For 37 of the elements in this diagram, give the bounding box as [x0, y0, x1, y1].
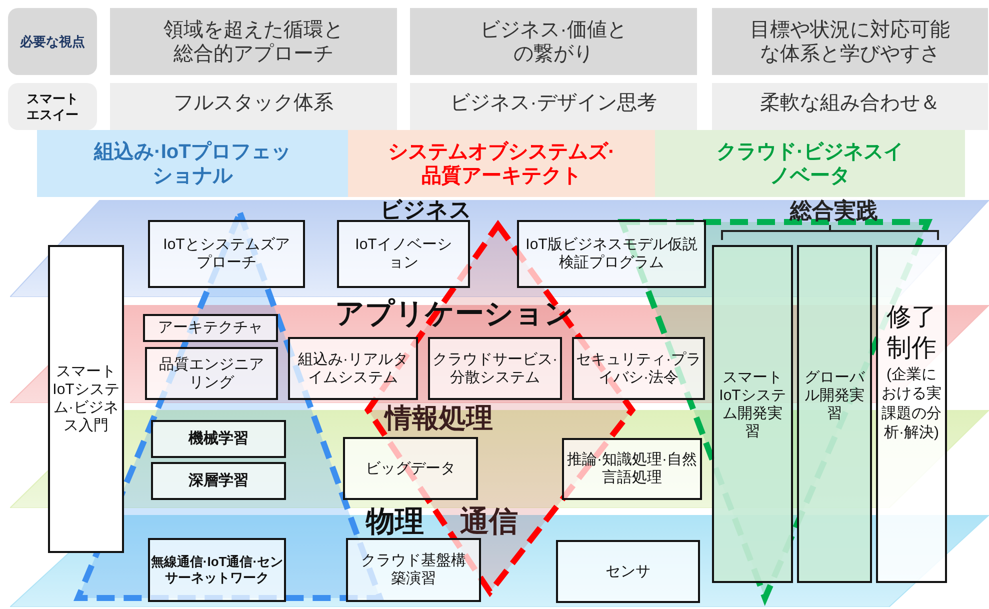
- section-title: 総合実践: [790, 200, 878, 222]
- course-box: IoTイノベーション: [337, 220, 470, 288]
- role-banner: システムオブシステムズ·品質アーキテクト: [348, 130, 655, 197]
- header-cell: ビジネス·価値との繋がり: [410, 8, 697, 75]
- layer-title: ビジネス: [380, 199, 472, 221]
- feature-cell: 柔軟な組み合わせ＆: [712, 83, 988, 130]
- feature-cell: フルスタック体系: [110, 83, 397, 130]
- course-box: [876, 245, 947, 583]
- row-header: スマートエスイー: [8, 83, 97, 130]
- course-box: 機械学習: [151, 420, 286, 458]
- header-cell: 目標や状況に対応可能な体系と学びやすさ: [712, 8, 988, 75]
- course-box: 品質エンジニアリング: [145, 347, 278, 400]
- course-box: 組込み·リアルタイムシステム: [288, 337, 418, 400]
- layer-title: 情報処理: [385, 405, 493, 432]
- course-box: グローバル開発実習: [797, 245, 872, 583]
- role-banner: クラウド·ビジネスイノベータ: [655, 130, 965, 197]
- row-header: 必要な視点: [8, 8, 97, 75]
- layer-title: 通信: [460, 508, 518, 537]
- course-note: (企業における実課題の分析·解決): [880, 364, 942, 442]
- course-box: IoTとシステムズアプローチ: [148, 220, 305, 288]
- course-box: 無線通信·IoT通信·センサーネットワーク: [148, 538, 286, 602]
- layer-title: 物理: [366, 508, 424, 537]
- header-cell: 領域を超えた循環と総合的アプローチ: [110, 8, 397, 75]
- course-box: 推論·知識処理·自然言語処理: [562, 438, 702, 500]
- course-title: 修了制作: [886, 302, 938, 364]
- role-banner: 組込み·IoTプロフェッショナル: [37, 130, 348, 197]
- course-box: スマートIoTシステム·ビジネス入門: [48, 245, 124, 553]
- course-box: センサ: [556, 540, 700, 603]
- course-box: セキュリティ·プライバシ·法令: [572, 337, 705, 400]
- course-box: アーキテクチャ: [143, 314, 278, 342]
- course-box: スマートIoTシステム開発実習: [712, 245, 793, 583]
- feature-cell: ビジネス·デザイン思考: [410, 83, 697, 130]
- course-box: 深層学習: [151, 462, 286, 500]
- course-box: ビッグデータ: [343, 437, 478, 500]
- course-box: IoT版ビジネスモデル仮説検証プログラム: [517, 220, 706, 288]
- course-box: クラウド基盤構築演習: [346, 538, 481, 602]
- course-box: クラウドサービス·分散システム: [428, 337, 562, 400]
